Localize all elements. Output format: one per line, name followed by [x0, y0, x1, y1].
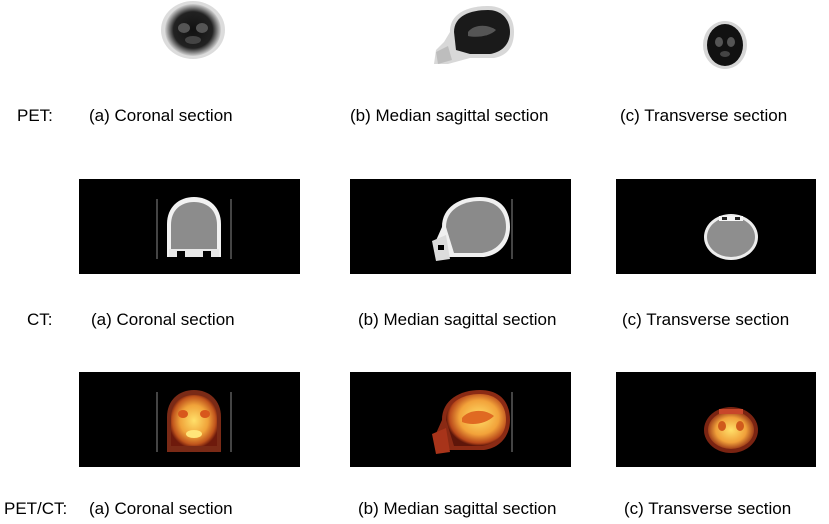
row-label-ct: CT: — [27, 310, 53, 329]
caption-petct-coronal: (a) Coronal section — [89, 499, 233, 518]
caption-pet-coronal: (a) Coronal section — [89, 106, 233, 125]
row-label-pet: PET: — [17, 106, 53, 125]
caption-ct-sagittal: (b) Median sagittal section — [358, 310, 557, 329]
ct-transverse-image — [616, 179, 816, 274]
caption-petct-transverse: (c) Transverse section — [624, 499, 792, 518]
caption-petct-sagittal: (b) Median sagittal section — [358, 499, 557, 518]
caption-pet-sagittal: (b) Median sagittal section — [350, 106, 549, 125]
caption-ct-transverse: (c) Transverse section — [622, 310, 790, 329]
pet-transverse-image — [700, 20, 750, 70]
pet-sagittal-image — [430, 2, 516, 64]
row-label-petct: PET/CT: — [4, 499, 68, 518]
ct-sagittal-image — [350, 179, 571, 274]
caption-pet-transverse: (c) Transverse section — [620, 106, 788, 125]
pet-coronal-image — [158, 0, 228, 62]
caption-ct-coronal: (a) Coronal section — [91, 310, 235, 329]
ct-coronal-image — [79, 179, 300, 274]
petct-sagittal-image — [350, 372, 571, 467]
petct-transverse-image — [616, 372, 816, 467]
petct-coronal-image — [79, 372, 300, 467]
